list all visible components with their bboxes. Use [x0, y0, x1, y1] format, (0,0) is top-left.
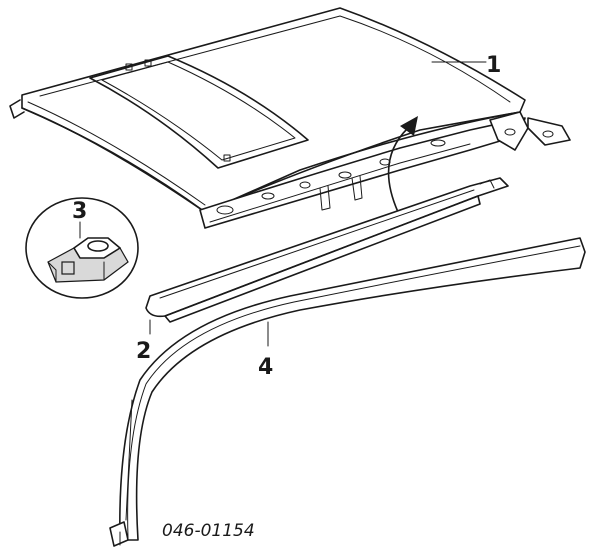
- leader-lines: [79, 61, 487, 347]
- callout-2: 2: [136, 339, 151, 364]
- roof-side-rail: [145, 177, 509, 323]
- assembly-arrow: [387, 116, 418, 213]
- roof-panel: [9, 7, 571, 229]
- callout-4: 4: [258, 355, 273, 380]
- callout-1: 1: [486, 53, 501, 78]
- callout-3: 3: [72, 199, 87, 224]
- roof-drip-molding: [109, 237, 586, 547]
- clip-detail: [25, 197, 139, 299]
- diagram-code: 046-01154: [162, 521, 255, 541]
